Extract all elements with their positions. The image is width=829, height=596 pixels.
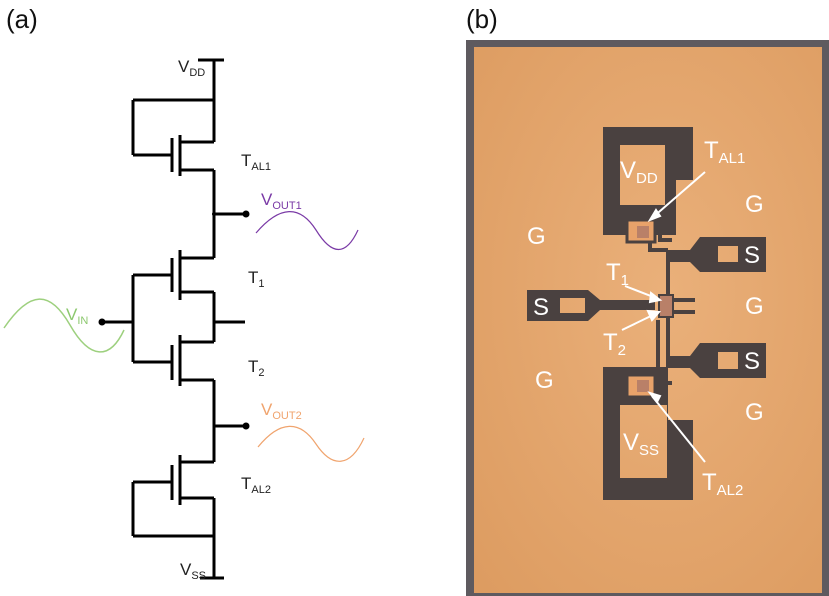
tal2-active: [637, 380, 649, 392]
tal1-active: [637, 226, 649, 238]
vout1-waveform: [255, 211, 359, 250]
circuit-tal1-label: TAL1: [241, 151, 271, 173]
chip-tal2-label: TAL2: [702, 469, 743, 499]
chip-g-left-bottom: G: [535, 367, 554, 394]
panel-label-a: (a): [6, 4, 38, 34]
circuit-tal2-label: TAL2: [241, 474, 271, 496]
chip-photo: VDD VSS TAL1 TAL2 T1 T2 G G G G G S S S: [466, 40, 829, 596]
chip-s-left: S: [533, 294, 549, 321]
interconnect-traces: [648, 215, 695, 396]
circuit-vss-label: VSS: [180, 560, 206, 582]
circuit-t1-label: T1: [248, 268, 265, 290]
chip-vss-label: VSS: [623, 429, 659, 459]
chip-vdd-label: VDD: [620, 157, 658, 187]
circuit-nodes: [98, 210, 250, 430]
circuit-schematic: [103, 58, 245, 580]
circuit-vout2-label: VOUT2: [261, 400, 302, 422]
circuit-vin-label: VIN: [66, 305, 88, 327]
vout2-waveform: [257, 425, 365, 462]
source-pad-left: [527, 290, 655, 321]
chip-g-right-mid: G: [745, 293, 764, 320]
chip-g-right-bottom: G: [745, 399, 764, 426]
chip-t1-label: T1: [606, 259, 629, 289]
chip-s-right-bottom: S: [744, 348, 760, 375]
circuit-vdd-label: VDD: [178, 57, 205, 79]
chip-g-right-top: G: [745, 191, 764, 218]
panel-label-b: (b): [466, 4, 498, 34]
source-pad-right-bottom: [668, 343, 766, 378]
vin-waveform: [3, 298, 125, 353]
circuit-vout1-label: VOUT1: [261, 190, 302, 212]
chip-t2-label: T2: [603, 329, 626, 359]
circuit-t2-label: T2: [248, 357, 265, 379]
chip-s-right-top: S: [744, 242, 760, 269]
t1-t2-device: [658, 294, 674, 318]
vdd-pad: [603, 127, 693, 235]
chip-tal1-label: TAL1: [704, 137, 745, 167]
vss-pad: [603, 367, 693, 500]
chip-arrows: [621, 171, 706, 463]
source-pad-right-top: [668, 237, 766, 272]
chip-g-left-top: G: [527, 223, 546, 250]
